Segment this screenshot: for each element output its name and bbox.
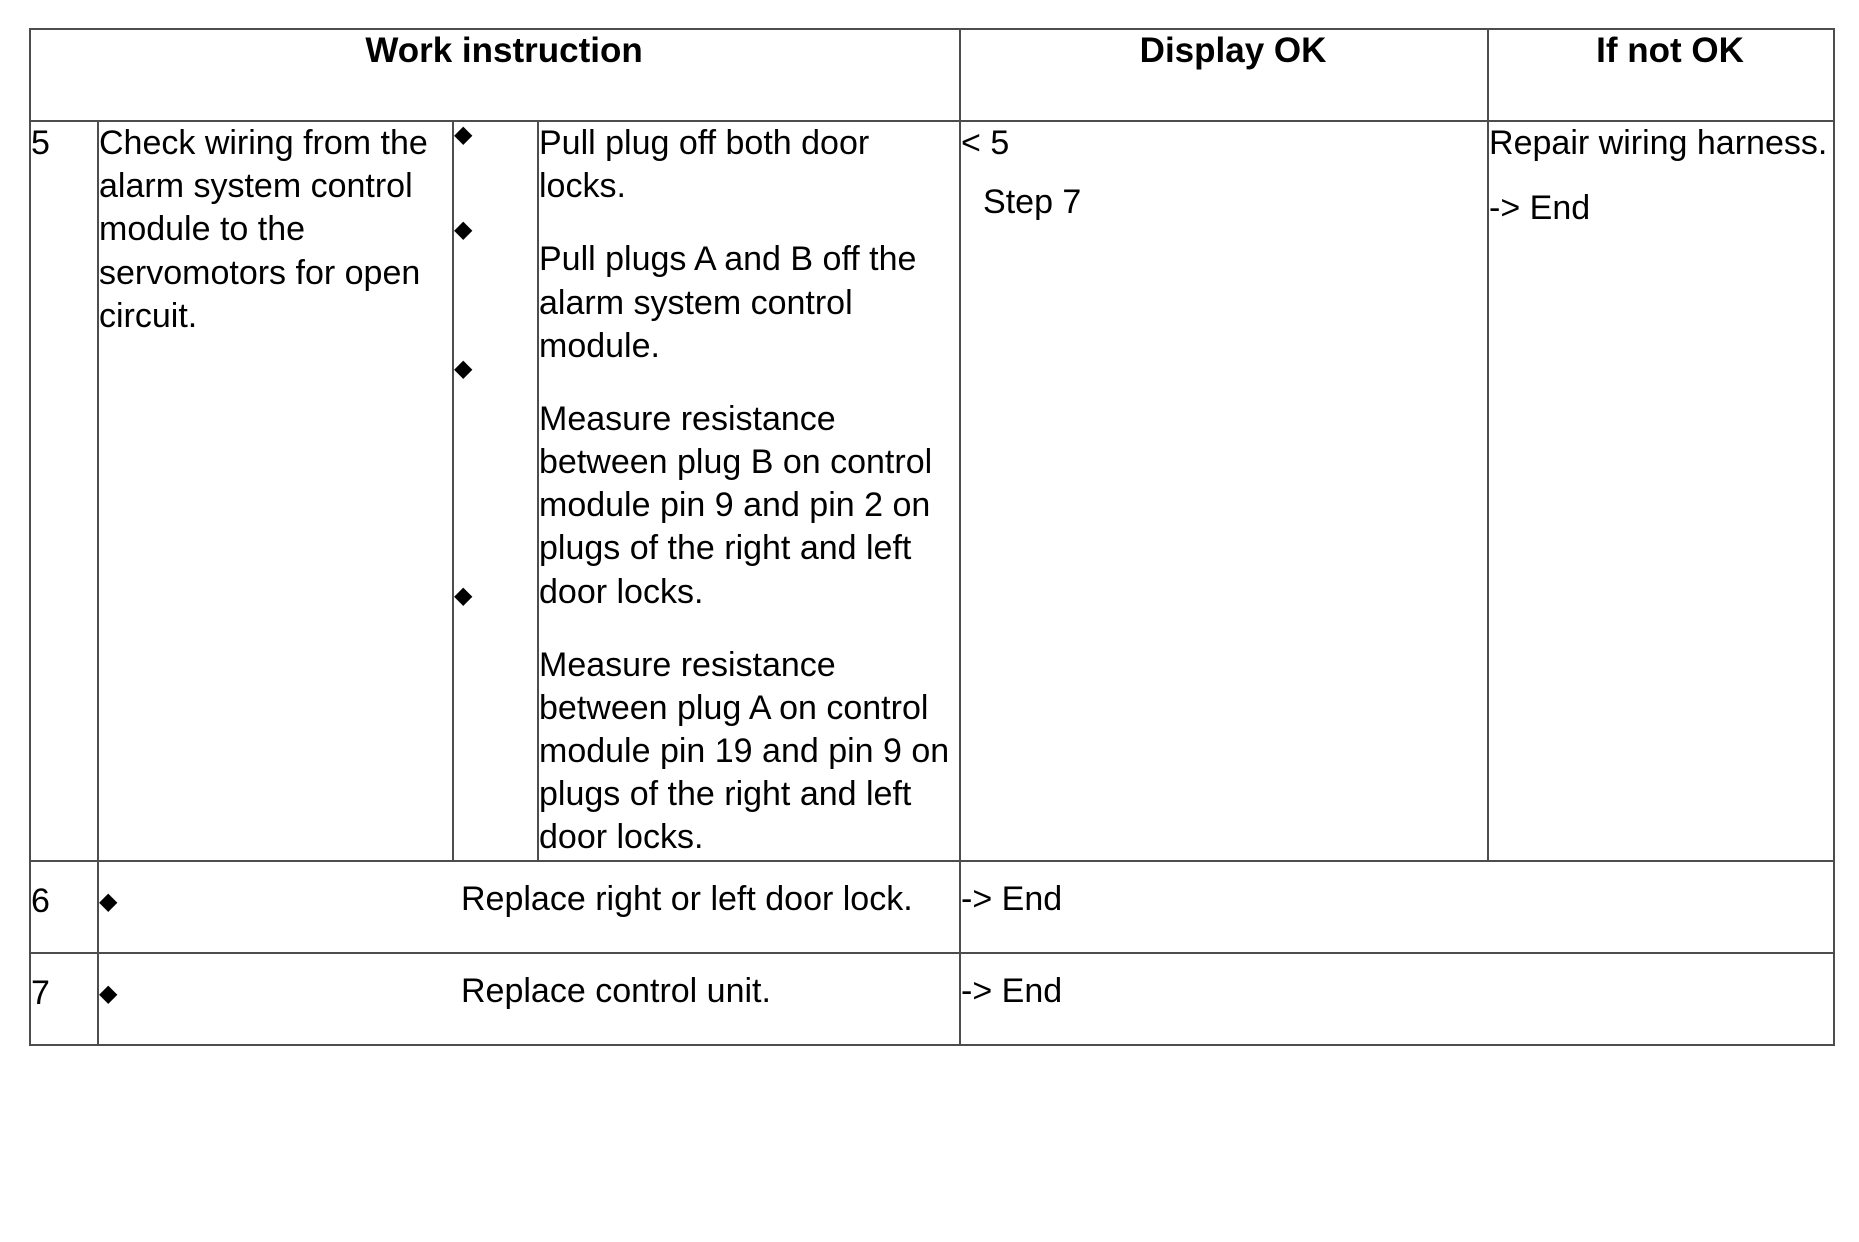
work-instruction-table: Work instruction Display OK If not OK 5 …: [28, 28, 1836, 1046]
step-number-cell: 5: [29, 120, 99, 862]
list-item: Pull plugs A and B off the alarm system …: [539, 240, 917, 365]
display-ok-cell: -> End: [959, 951, 1836, 1046]
table-row: 7 ◆ Replace control unit. -> End: [29, 951, 1836, 1046]
if-not-ok-next-step: -> End: [1489, 189, 1591, 228]
step-number-cell: 7: [29, 951, 99, 1046]
column-header-if-not-ok: If not OK: [1487, 28, 1836, 122]
list-item: Pull plug off both door locks.: [539, 124, 870, 206]
diamond-bullet-icon: ◆: [99, 886, 118, 915]
display-ok-cell: < 5 Step 7: [959, 120, 1490, 862]
column-header-display-ok: Display OK: [959, 28, 1490, 122]
step-details-cell: Pull plug off both door locks. Pull plug…: [536, 120, 962, 862]
bullet-marker-column: ◆ ◆ ◆ ◆: [452, 120, 539, 862]
display-ok-value: < 5: [961, 124, 1010, 162]
detail-bullet-list: Pull plug off both door locks. Pull plug…: [539, 122, 959, 860]
diamond-bullet-icon: ◆: [454, 581, 473, 609]
diamond-bullet-icon: ◆: [99, 978, 118, 1007]
table-row: 6 ◆ Replace right or left door lock. -> …: [29, 859, 1836, 954]
if-not-ok-cell: Repair wiring harness. -> End: [1487, 120, 1836, 862]
diamond-bullet-icon: ◆: [454, 120, 473, 148]
bullet-marker-column: ◆: [97, 859, 453, 954]
bullet-marker-column: ◆: [97, 951, 453, 1046]
table-row: 5 Check wiring from the alarm system con…: [29, 120, 1836, 862]
step-number-cell: 6: [29, 859, 99, 954]
list-item: Measure resistance between plug A on con…: [539, 645, 950, 857]
display-ok-cell: -> End: [959, 859, 1836, 954]
list-item: Measure resistance between plug B on con…: [539, 399, 933, 611]
step-description-text: Check wiring from the alarm system contr…: [99, 124, 428, 335]
if-not-ok-action: Repair wiring harness.: [1489, 124, 1828, 162]
display-ok-next-step: Step 7: [983, 183, 1082, 222]
diamond-bullet-icon: ◆: [454, 354, 473, 382]
step-detail-cell: Replace control unit.: [453, 951, 962, 1046]
diamond-bullet-icon: ◆: [454, 215, 473, 243]
step-detail-cell: Replace right or left door lock.: [453, 859, 962, 954]
step-description-cell: Check wiring from the alarm system contr…: [97, 120, 454, 862]
table-header-row: Work instruction Display OK If not OK: [28, 28, 1836, 122]
column-header-work-instruction: Work instruction: [28, 28, 962, 122]
